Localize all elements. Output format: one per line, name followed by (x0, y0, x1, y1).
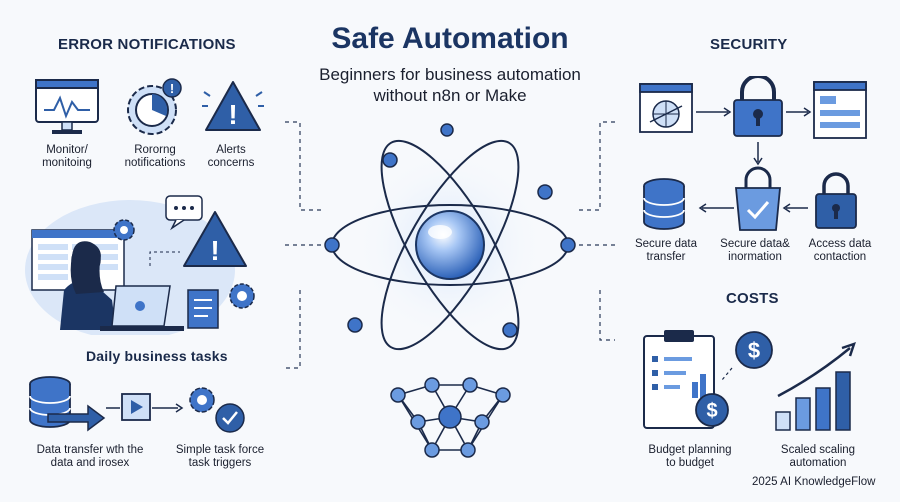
error-item-1-label-l1: Monitor/ (46, 144, 88, 156)
svg-text:!: ! (228, 99, 237, 130)
error-item-3-label-l1: Alerts (216, 144, 246, 156)
costs-section-title: COSTS (726, 290, 779, 307)
monitor-icon (35, 79, 99, 134)
electron-left (324, 237, 340, 253)
svg-text:!: ! (210, 235, 219, 266)
svg-text:!: ! (170, 81, 174, 96)
costs-item-1-label-l1: Budget planning (648, 444, 732, 456)
error-item-1-label-l2: monitoing (42, 157, 92, 169)
subtitle-line-2: without n8n or Make (373, 86, 527, 105)
electron-right (560, 237, 576, 253)
svg-text:$: $ (706, 400, 717, 422)
task-item-1-label-l1: Data transfer wth the (36, 444, 144, 456)
error-item-2-label-l2: notifications (124, 157, 186, 169)
costs-item-1-label-l2: to budget (666, 457, 714, 469)
tasks-section-title: Daily business tasks (86, 348, 228, 364)
task-item-1-label-l2: data and irosex (50, 457, 130, 469)
page-title: Safe Automation (331, 22, 569, 55)
costs-icons: $ $ (643, 330, 856, 431)
error-item-2-label-l1: Rororng (134, 144, 176, 156)
security-item-3-label-l2: contaction (813, 251, 867, 263)
task-item-2-label-l2: task triggers (188, 457, 252, 469)
security-item-3-label-l1: Access data (808, 238, 872, 250)
security-section-title: SECURITY (710, 36, 788, 53)
subtitle-line-1: Beginners for business automation (319, 65, 581, 84)
costs-item-2-label-l1: Scaled scaling (780, 444, 856, 456)
gear-chart-icon: ! (127, 78, 182, 135)
security-item-2-label-l1: Secure data& (720, 238, 790, 250)
error-section-title: ERROR NOTIFICATIONS (58, 36, 236, 53)
task-flow-icons (29, 376, 245, 433)
error-item-3-label-l2: concerns (207, 157, 255, 169)
security-flow-icons (639, 76, 867, 231)
security-item-1-label-l1: Secure data (634, 238, 697, 250)
svg-text:$: $ (748, 338, 760, 363)
costs-item-2-label-l2: automation (789, 457, 847, 469)
security-item-2-label-l2: inormation (728, 251, 782, 263)
footer-credit: 2025 AI KnowledgeFlow (752, 476, 876, 488)
security-item-1-label-l2: transfer (646, 251, 686, 263)
task-item-2-label-l1: Simple task force (175, 444, 265, 456)
person-laptop-illustration: ! (25, 195, 255, 335)
warning-icon: ! (202, 81, 264, 131)
